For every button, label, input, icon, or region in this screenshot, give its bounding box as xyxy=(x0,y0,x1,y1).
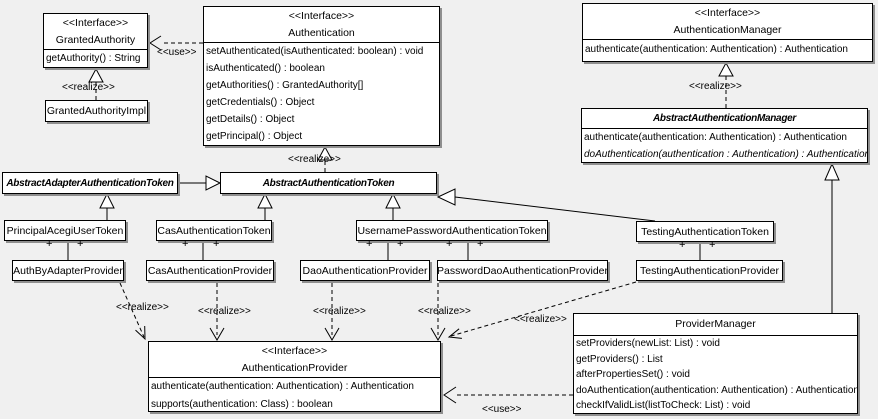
class-authentication-provider[interactable]: <<Interface>> AuthenticationProvider aut… xyxy=(148,341,441,412)
class-name: GrantedAuthority xyxy=(55,34,136,46)
arrowhead-use-grantedauthority xyxy=(149,35,162,51)
class-principal-acegi-user-token[interactable]: PrincipalAcegiUserToken xyxy=(4,220,126,241)
realize-label: <<realize>> xyxy=(689,81,742,92)
class-username-password-authentication-token[interactable]: UsernamePasswordAuthenticationToken xyxy=(356,220,548,241)
multiplicity-plus: + xyxy=(182,238,189,250)
multiplicity-plus: + xyxy=(397,238,404,250)
multiplicity-plus: + xyxy=(46,238,53,250)
method: isAuthenticated() : boolean xyxy=(206,63,325,74)
arrowhead-realize-testing xyxy=(447,328,462,339)
class-name: AbstractAdapterAuthenticationToken xyxy=(6,177,174,189)
triangle-grantedauthorityimpl xyxy=(88,67,104,83)
triangle-adapter-token xyxy=(205,175,222,191)
class-testing-authentication-token[interactable]: TestingAuthenticationToken xyxy=(636,221,774,242)
method: getAuthorities() : GrantedAuthority[] xyxy=(206,80,364,91)
method: checkIfValidList(listToCheck: List) : vo… xyxy=(576,400,751,412)
use-label: <<use>> xyxy=(157,47,197,58)
class-cas-authentication-provider[interactable]: CasAuthenticationProvider xyxy=(146,260,274,281)
method: doAuthentication(authentication : Authen… xyxy=(584,149,868,160)
realize-label: <<realize>> xyxy=(313,306,366,317)
class-name: CasAuthenticationProvider xyxy=(147,264,273,277)
method: doAuthentication(authentication: Authent… xyxy=(576,384,858,396)
realize-label: <<realize>> xyxy=(514,314,567,325)
class-name: AbstractAuthenticationToken xyxy=(262,177,395,189)
class-name: AuthenticationManager xyxy=(673,24,782,36)
method: setAuthenticated(isAuthenticated: boolea… xyxy=(206,46,424,57)
class-abstract-authentication-token[interactable]: AbstractAuthenticationToken xyxy=(220,172,437,194)
arrowhead-realize-cas xyxy=(209,327,225,341)
realize-label: <<realize>> xyxy=(288,154,341,165)
generalization-line-testing-token xyxy=(454,196,656,222)
multiplicity-plus: + xyxy=(366,238,373,250)
stereotype-label: <<Interface>> xyxy=(288,10,355,22)
method: getPrincipal() : Object xyxy=(206,131,303,142)
stereotype-label: <<Interface>> xyxy=(694,7,761,19)
method: getProviders() : List xyxy=(576,353,663,365)
class-abstract-adapter-authentication-token[interactable]: AbstractAdapterAuthenticationToken xyxy=(2,172,178,194)
class-name: GrantedAuthorityImpl xyxy=(46,105,147,117)
class-name: DaoAuthenticationProvider xyxy=(302,264,428,277)
method: getDetails() : Object xyxy=(206,114,295,125)
multiplicity-plus: + xyxy=(477,238,484,250)
class-name: AuthenticationProvider xyxy=(241,362,348,374)
class-name: PrincipalAcegiUserToken xyxy=(6,224,124,237)
method: authenticate(authentication: Authenticat… xyxy=(585,44,848,55)
class-password-dao-authentication-provider[interactable]: PasswordDaoAuthenticationProvider xyxy=(437,260,608,281)
class-dao-authentication-provider[interactable]: DaoAuthenticationProvider xyxy=(300,260,430,281)
triangle-testing-token xyxy=(436,188,456,206)
triangle-abstractmanager xyxy=(718,61,734,77)
class-name: TestingAuthenticationToken xyxy=(641,225,769,238)
stereotype-label: <<Interface>> xyxy=(62,17,129,29)
realize-label: <<realize>> xyxy=(198,306,251,317)
use-label: <<use>> xyxy=(482,404,522,415)
arrowhead-realize-passworddao xyxy=(430,327,446,341)
class-name: ProviderManager xyxy=(675,318,756,330)
realize-label: <<realize>> xyxy=(62,82,115,93)
class-name: TestingAuthenticationProvider xyxy=(640,264,779,277)
multiplicity-plus: + xyxy=(679,239,686,251)
triangle-userpass-token xyxy=(385,192,401,209)
method: afterPropertiesSet() : void xyxy=(576,369,690,381)
class-authentication-manager[interactable]: <<Interface>> AuthenticationManager auth… xyxy=(582,3,873,62)
class-name: PasswordDaoAuthenticationProvider xyxy=(437,264,608,277)
realize-line-authbyadapter-provider xyxy=(119,282,145,338)
class-name: UsernamePasswordAuthenticationToken xyxy=(357,224,547,237)
realize-label: <<realize>> xyxy=(418,306,471,317)
class-cas-authentication-token[interactable]: CasAuthenticationToken xyxy=(156,220,272,241)
class-name: AbstractAuthenticationManager xyxy=(653,113,796,124)
arrowhead-realize-authbyadapter xyxy=(135,325,146,341)
class-name: Authentication xyxy=(288,27,355,39)
method: setProviders(newList: List) : void xyxy=(576,338,720,349)
multiplicity-plus: + xyxy=(213,238,220,250)
class-auth-by-adapter-provider[interactable]: AuthByAdapterProvider xyxy=(12,260,124,281)
class-name: CasAuthenticationToken xyxy=(157,224,271,237)
method: getCredentials() : Object xyxy=(206,97,315,108)
arrowhead-realize-dao xyxy=(324,327,340,341)
multiplicity-plus: + xyxy=(446,238,453,250)
arrowhead-use-providermanager xyxy=(443,386,457,404)
method: authenticate(authentication: Authenticat… xyxy=(584,132,847,143)
triangle-abstracttoken-authentication xyxy=(317,145,333,161)
class-authentication[interactable]: <<Interface>> Authentication setAuthenti… xyxy=(203,6,440,146)
stereotype-label: <<Interface>> xyxy=(261,345,328,357)
class-testing-authentication-provider[interactable]: TestingAuthenticationProvider xyxy=(636,260,783,281)
class-granted-authority[interactable]: <<Interface>> GrantedAuthority getAuthor… xyxy=(43,13,148,68)
triangle-provider-manager xyxy=(824,162,840,181)
triangle-principal-token xyxy=(99,192,115,209)
class-name: AuthByAdapterProvider xyxy=(13,264,123,277)
class-provider-manager[interactable]: ProviderManager setProviders(newList: Li… xyxy=(573,313,858,414)
class-abstract-authentication-manager[interactable]: AbstractAuthenticationManager authentica… xyxy=(581,108,868,163)
method: supports(authentication: Class) : boolea… xyxy=(151,399,333,410)
method: getAuthority() : String xyxy=(46,53,141,64)
multiplicity-plus: + xyxy=(77,238,84,250)
method: authenticate(authentication: Authenticat… xyxy=(151,381,414,392)
triangle-cas-token xyxy=(257,192,273,209)
realize-label: <<realize>> xyxy=(116,302,169,313)
class-granted-authority-impl[interactable]: GrantedAuthorityImpl xyxy=(45,100,148,122)
multiplicity-plus: + xyxy=(709,239,716,251)
